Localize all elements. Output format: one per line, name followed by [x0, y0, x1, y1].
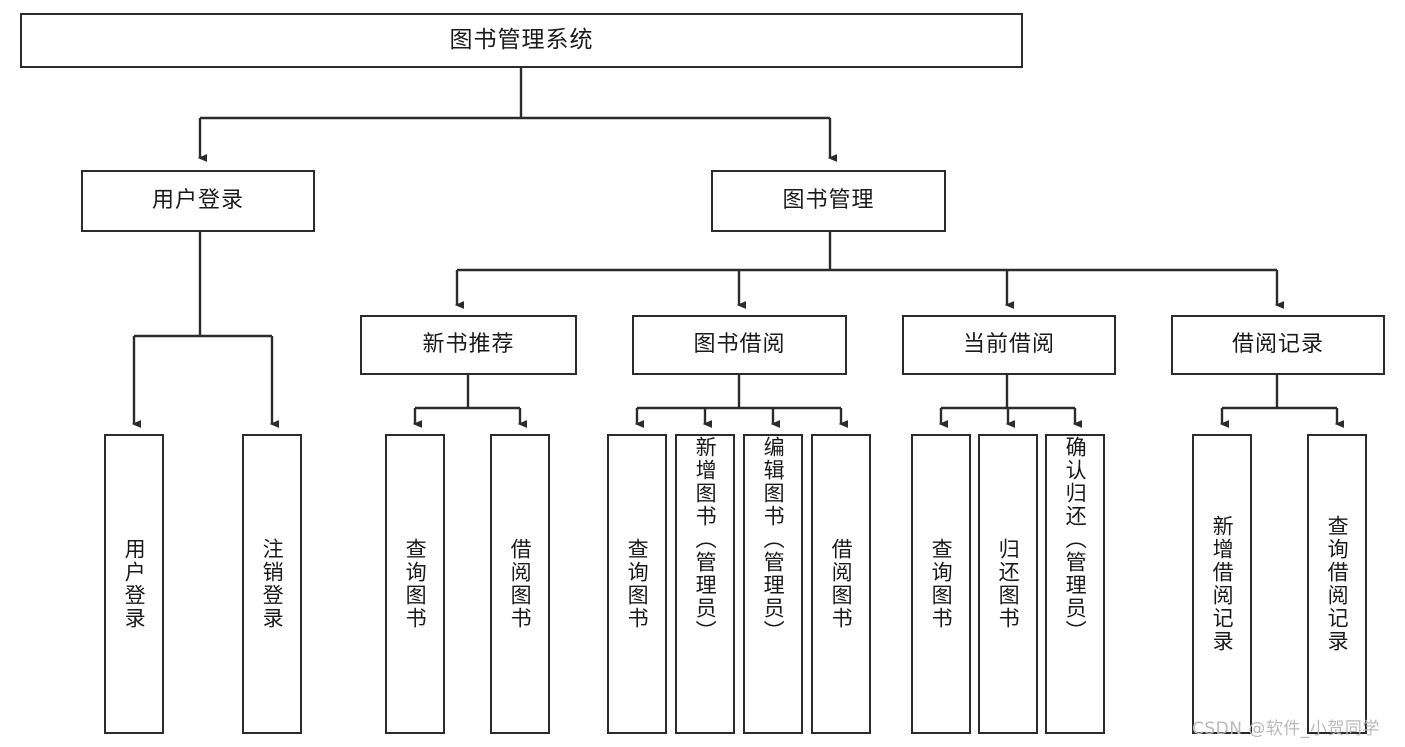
node-leaf-borrow-book-2-label: 借阅图书	[829, 538, 854, 630]
node-leaf-query-book-2-label: 查询图书	[625, 538, 650, 630]
node-current-borrow[interactable]: 当前借阅	[902, 315, 1116, 375]
node-book-manage-label: 图书管理	[782, 188, 875, 214]
node-leaf-edit-book-admin-label: 编辑图书（管理员）	[761, 436, 786, 643]
node-borrow-record[interactable]: 借阅记录	[1171, 315, 1385, 375]
node-leaf-user-login-label: 用户登录	[122, 538, 147, 630]
node-book-borrow-label: 图书借阅	[693, 332, 786, 358]
node-leaf-user-login[interactable]: 用户登录	[104, 434, 164, 734]
node-leaf-borrow-book-1[interactable]: 借阅图书	[490, 434, 550, 734]
node-leaf-return-book-label: 归还图书	[996, 538, 1021, 630]
node-user-login[interactable]: 用户登录	[81, 170, 315, 232]
node-leaf-borrow-book-2[interactable]: 借阅图书	[811, 434, 871, 734]
csdn-watermark: CSDN @软件_小贺同学	[1192, 719, 1380, 739]
node-leaf-logout[interactable]: 注销登录	[242, 434, 302, 734]
node-new-book-recommend-label: 新书推荐	[422, 332, 515, 358]
node-book-manage[interactable]: 图书管理	[711, 170, 946, 232]
node-leaf-return-book[interactable]: 归还图书	[978, 434, 1038, 734]
node-leaf-query-book-2[interactable]: 查询图书	[607, 434, 667, 734]
node-leaf-query-borrow-record-label: 查询借阅记录	[1325, 515, 1350, 653]
node-borrow-record-label: 借阅记录	[1231, 332, 1324, 358]
node-leaf-confirm-return-admin[interactable]: 确认归还（管理员）	[1045, 434, 1105, 734]
node-leaf-add-book-admin-label: 新增图书（管理员）	[693, 436, 718, 643]
node-leaf-query-book-3-label: 查询图书	[929, 538, 954, 630]
node-current-borrow-label: 当前借阅	[962, 332, 1055, 358]
node-leaf-borrow-book-1-label: 借阅图书	[508, 538, 533, 630]
node-leaf-query-book-1-label: 查询图书	[403, 538, 428, 630]
node-new-book-recommend[interactable]: 新书推荐	[360, 315, 577, 375]
node-leaf-add-book-admin[interactable]: 新增图书（管理员）	[675, 434, 735, 734]
node-leaf-confirm-return-admin-label: 确认归还（管理员）	[1063, 436, 1088, 643]
node-leaf-add-borrow-record-label: 新增借阅记录	[1210, 515, 1235, 653]
node-leaf-query-book-1[interactable]: 查询图书	[385, 434, 445, 734]
node-leaf-query-book-3[interactable]: 查询图书	[911, 434, 971, 734]
node-root[interactable]: 图书管理系统	[20, 13, 1023, 68]
node-leaf-query-borrow-record[interactable]: 查询借阅记录	[1307, 434, 1367, 734]
node-leaf-logout-label: 注销登录	[260, 538, 285, 630]
node-root-label: 图书管理系统	[449, 27, 594, 54]
node-leaf-add-borrow-record[interactable]: 新增借阅记录	[1192, 434, 1252, 734]
node-leaf-edit-book-admin[interactable]: 编辑图书（管理员）	[743, 434, 803, 734]
node-book-borrow[interactable]: 图书借阅	[632, 315, 847, 375]
node-user-login-label: 用户登录	[151, 188, 244, 214]
